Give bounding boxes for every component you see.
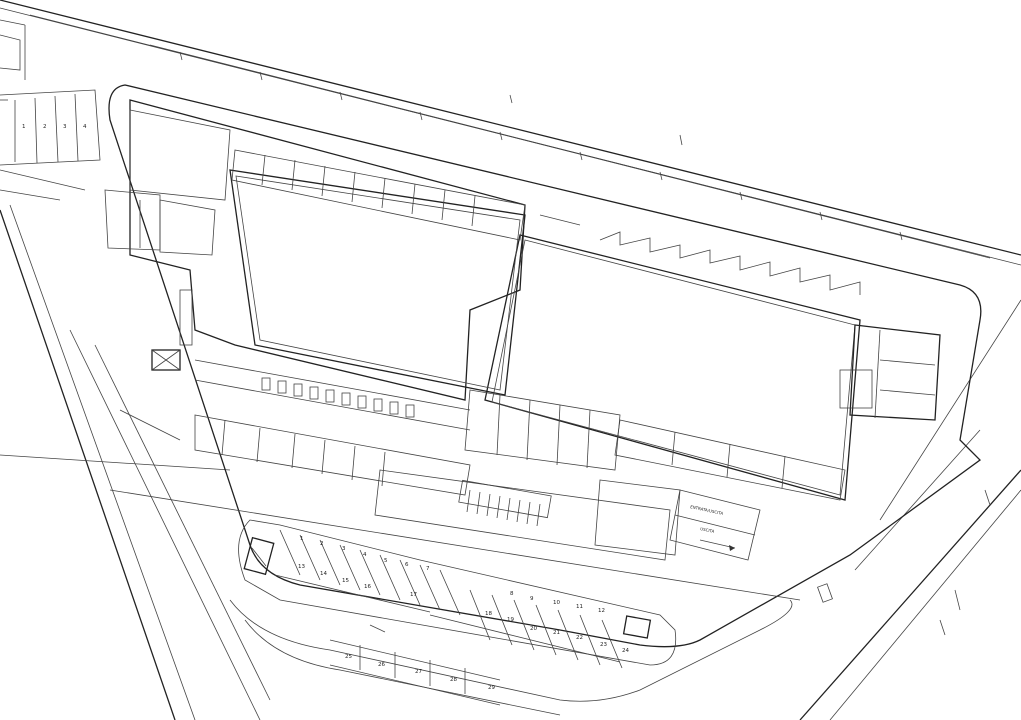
stall-number: 23 bbox=[600, 642, 607, 648]
stall-number: 17 bbox=[410, 592, 417, 598]
stall-number: 29 bbox=[488, 685, 495, 691]
site-boundary bbox=[0, 0, 1021, 266]
stair bbox=[458, 479, 552, 527]
parking-stalls-upper: 13 14 15 16 17 1 2 3 4 5 6 7 8 9 10 11 1… bbox=[274, 529, 605, 616]
stall-number: 5 bbox=[384, 558, 388, 564]
stall-number: 18 bbox=[485, 611, 492, 617]
stall-number: 4 bbox=[83, 124, 87, 130]
access-roads bbox=[0, 204, 1021, 720]
stall-number: 9 bbox=[530, 596, 534, 602]
parking-area: 13 14 15 16 17 1 2 3 4 5 6 7 8 9 10 11 1… bbox=[243, 529, 652, 706]
stall-number: 1 bbox=[22, 124, 26, 130]
stall-number: 19 bbox=[507, 617, 514, 623]
stall-number: 7 bbox=[426, 566, 430, 572]
stall-number: 27 bbox=[415, 669, 422, 675]
stall-number: 4 bbox=[363, 552, 367, 558]
left-stalls: 1 2 3 4 bbox=[0, 89, 101, 166]
exit-label: USCITA bbox=[700, 526, 715, 534]
site-marks bbox=[369, 94, 991, 636]
stall-number: 22 bbox=[576, 635, 583, 641]
stall-number: 26 bbox=[378, 662, 385, 668]
stall-number: 12 bbox=[598, 608, 605, 614]
locker-bays bbox=[261, 377, 415, 418]
stall-number: 11 bbox=[576, 604, 583, 610]
stall-number: 16 bbox=[364, 584, 371, 590]
stall-number: 14 bbox=[320, 571, 327, 577]
entrance-label: ENTRATA/USCITA bbox=[690, 504, 724, 516]
bottom-road bbox=[229, 599, 793, 702]
parking-stalls-bottom: 25 26 27 28 29 bbox=[329, 639, 501, 706]
stall-number: 6 bbox=[405, 562, 409, 568]
parking-stalls-lower: 18 19 20 21 22 23 24 bbox=[429, 589, 629, 669]
stall-number: 3 bbox=[342, 546, 346, 552]
stall-number: 13 bbox=[298, 564, 305, 570]
stall-number: 24 bbox=[622, 648, 629, 654]
stall-number: 25 bbox=[345, 654, 352, 660]
stall-number: 3 bbox=[63, 124, 67, 130]
stall-number: 10 bbox=[553, 600, 560, 606]
sawtooth-marks bbox=[599, 231, 861, 295]
stall-number: 15 bbox=[342, 578, 349, 584]
perimeter-driveway bbox=[108, 84, 982, 648]
stall-number: 8 bbox=[510, 591, 514, 597]
stall-number: 28 bbox=[450, 677, 457, 683]
building bbox=[104, 99, 941, 561]
stall-number: 20 bbox=[530, 626, 537, 632]
stall-number: 2 bbox=[43, 124, 47, 130]
stall-number: 1 bbox=[300, 536, 304, 542]
dimension-lines bbox=[109, 44, 941, 601]
lower-parking-outline bbox=[238, 519, 677, 666]
entrance-road: ENTRATA/USCITA USCITA bbox=[669, 489, 761, 561]
stall-number: 2 bbox=[320, 541, 324, 547]
stall-number: 21 bbox=[553, 630, 560, 636]
